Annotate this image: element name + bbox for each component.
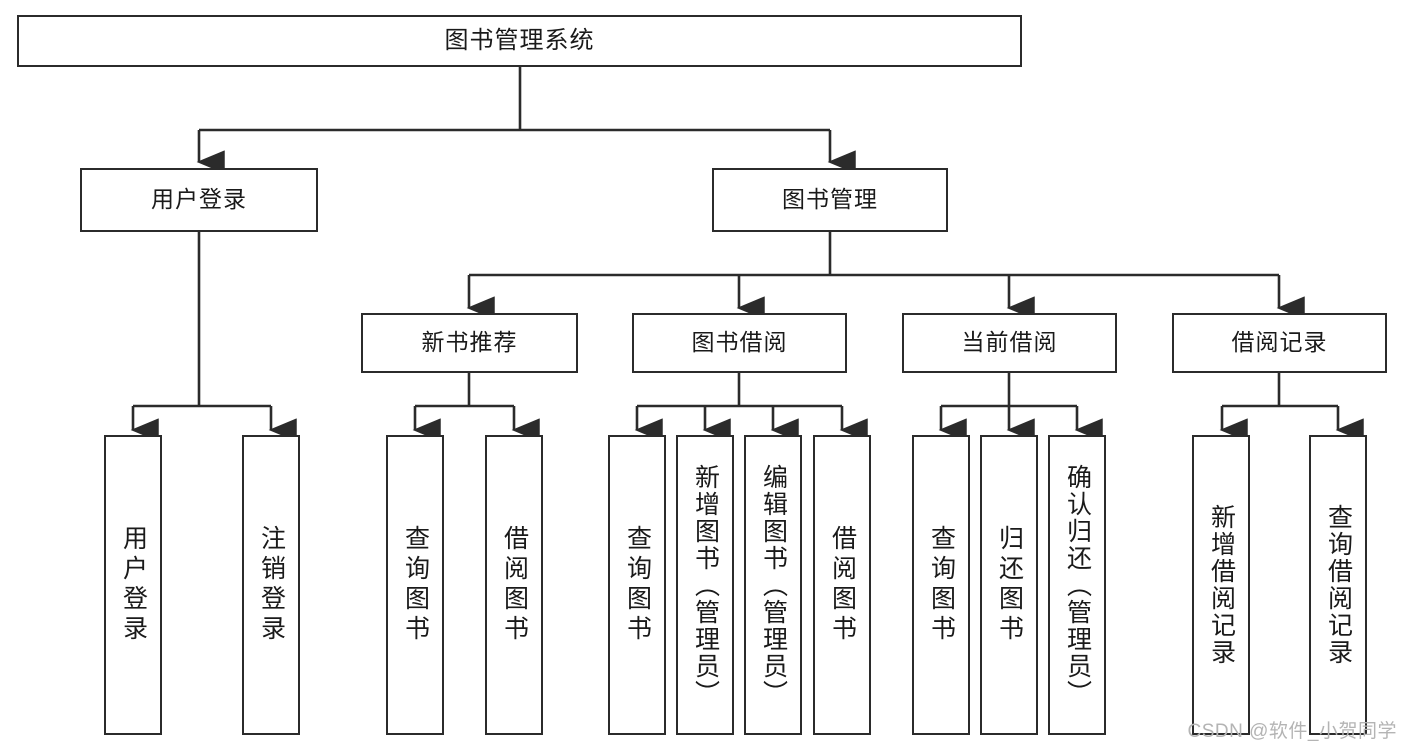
leaf-query-book-3-label: 查询图书 — [927, 525, 956, 645]
node-user-login[interactable]: 用户登录 — [80, 168, 318, 232]
node-root-label: 图书管理系统 — [444, 26, 595, 54]
node-book-manage[interactable]: 图书管理 — [712, 168, 948, 232]
leaf-return-book-label: 归还图书 — [995, 525, 1024, 645]
leaf-borrow-book-1-label: 借阅图书 — [500, 525, 529, 645]
leaf-confirm-return[interactable]: 确认归还（管理员） — [1048, 435, 1106, 735]
watermark-text: CSDN @软件_小贺同学 — [1187, 721, 1397, 742]
node-borrow-record[interactable]: 借阅记录 — [1172, 313, 1387, 373]
leaf-query-book-1-label: 查询图书 — [401, 525, 430, 645]
leaf-borrow-book-1[interactable]: 借阅图书 — [485, 435, 543, 735]
leaf-add-book[interactable]: 新增图书（管理员） — [676, 435, 734, 735]
leaf-confirm-return-label: 确认归还（管理员） — [1063, 463, 1092, 707]
node-current-borrow-label: 当前借阅 — [961, 329, 1058, 356]
leaf-logout-login-label: 注销登录 — [257, 525, 286, 645]
node-book-manage-label: 图书管理 — [782, 186, 878, 213]
node-book-borrow-label: 图书借阅 — [691, 329, 788, 356]
leaf-return-book[interactable]: 归还图书 — [980, 435, 1038, 735]
leaf-user-login[interactable]: 用户登录 — [104, 435, 162, 735]
node-book-borrow[interactable]: 图书借阅 — [632, 313, 847, 373]
leaf-borrow-book-2-label: 借阅图书 — [828, 525, 857, 645]
node-borrow-record-label: 借阅记录 — [1231, 329, 1328, 356]
leaf-query-book-2-label: 查询图书 — [623, 525, 652, 645]
leaf-edit-book-label: 编辑图书（管理员） — [759, 463, 788, 707]
node-current-borrow[interactable]: 当前借阅 — [902, 313, 1117, 373]
leaf-add-record[interactable]: 新增借阅记录 — [1192, 435, 1250, 735]
leaf-user-login-label: 用户登录 — [119, 525, 148, 645]
leaf-query-record[interactable]: 查询借阅记录 — [1309, 435, 1367, 735]
node-user-login-label: 用户登录 — [151, 186, 247, 213]
node-new-book-recommend[interactable]: 新书推荐 — [361, 313, 578, 373]
node-new-book-recommend-label: 新书推荐 — [421, 329, 518, 356]
leaf-query-book-1[interactable]: 查询图书 — [386, 435, 444, 735]
node-root[interactable]: 图书管理系统 — [17, 15, 1022, 67]
leaf-query-book-3[interactable]: 查询图书 — [912, 435, 970, 735]
leaf-borrow-book-2[interactable]: 借阅图书 — [813, 435, 871, 735]
leaf-add-book-label: 新增图书（管理员） — [691, 463, 720, 707]
leaf-logout-login[interactable]: 注销登录 — [242, 435, 300, 735]
leaf-query-record-label: 查询借阅记录 — [1324, 504, 1353, 666]
leaf-edit-book[interactable]: 编辑图书（管理员） — [744, 435, 802, 735]
leaf-query-book-2[interactable]: 查询图书 — [608, 435, 666, 735]
leaf-add-record-label: 新增借阅记录 — [1207, 504, 1236, 666]
